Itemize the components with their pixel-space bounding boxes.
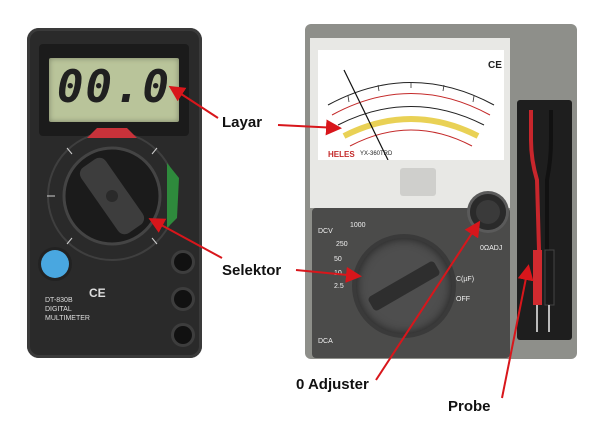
jack-10a[interactable] <box>174 253 192 271</box>
analog-scale <box>318 50 504 160</box>
dial-label-capacitance: C(µF) <box>456 276 475 283</box>
arrow-selektor-left <box>148 218 223 259</box>
dial-label-1000: 1000 <box>350 222 366 229</box>
mirror-window <box>400 168 436 196</box>
label-zero-adjuster: 0 Adjuster <box>296 376 369 393</box>
jack-com[interactable] <box>174 326 192 344</box>
label-probe: Probe <box>448 398 491 415</box>
analog-model: YX-360TRD <box>360 151 393 157</box>
analog-ce-mark: CE <box>488 60 502 71</box>
test-probes[interactable] <box>517 100 572 340</box>
arrow-selektor-right <box>295 266 362 283</box>
lcd-screen <box>49 58 179 122</box>
dial-label-50: 50 <box>334 256 342 263</box>
digital-multimeter: 00.0 CE DT-830B DIGITAL MULTIMETER <box>27 28 202 358</box>
arrow-layar-right <box>277 119 342 136</box>
label-selektor: Selektor <box>222 262 282 279</box>
selector-dial[interactable] <box>27 28 202 358</box>
dial-label-2-5: 2.5 <box>334 283 344 290</box>
label-layar: Layar <box>222 114 263 131</box>
jack-vma[interactable] <box>174 290 192 308</box>
dmm-brand-line1: DIGITAL <box>45 306 72 313</box>
dial-label-dca: DCA <box>318 338 333 345</box>
arrow-layar-left <box>168 85 219 119</box>
dmm-model: DT-830B <box>45 297 73 304</box>
dmm-model-text: DT-830B DIGITAL MULTIMETER <box>45 296 90 323</box>
hfe-socket[interactable] <box>41 250 69 278</box>
dial-label-zero-adj: 0ΩADJ <box>480 245 503 252</box>
dial-label-dcv: DCV <box>318 228 333 235</box>
dial-label-off: OFF <box>456 296 470 303</box>
ce-mark: CE <box>89 286 106 300</box>
lcd-reading: 00.0 <box>57 62 171 113</box>
dmm-brand-line2: MULTIMETER <box>45 315 90 322</box>
arrow-adjuster <box>375 220 481 381</box>
arrow-probe <box>501 264 534 399</box>
analog-brand: HELES <box>328 150 355 159</box>
dial-label-250: 250 <box>336 241 348 248</box>
selector-knob-handle <box>368 261 440 311</box>
